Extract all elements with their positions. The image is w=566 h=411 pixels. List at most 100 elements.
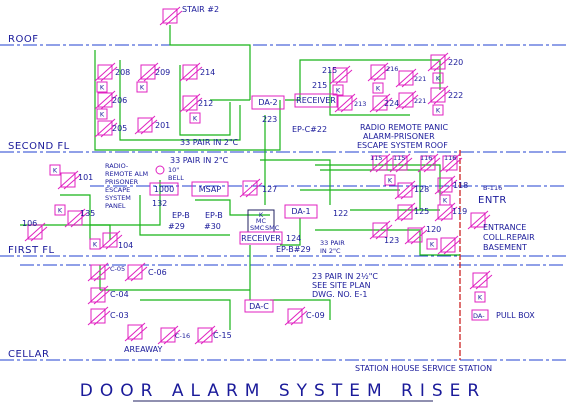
radio-alarm-label: RADIO-	[105, 162, 129, 170]
smc-label: MC	[256, 217, 267, 225]
key-switch-icon	[439, 194, 451, 206]
bell-label: 10"	[168, 166, 179, 174]
door-number: 215	[312, 81, 327, 90]
door-icon	[124, 262, 148, 282]
epb-label: EP-B	[205, 211, 223, 220]
door-number: C-16	[175, 332, 190, 340]
key-switch-icon	[136, 81, 148, 93]
key-switch-icon	[54, 204, 66, 216]
key-switch-icon	[432, 72, 444, 84]
door-number: 213	[354, 100, 366, 108]
door-number: 135	[80, 209, 95, 218]
legend-key-icon	[474, 291, 486, 303]
level-roof-label: ROOF	[8, 34, 38, 45]
epb29-label: EP-B#29	[276, 245, 311, 254]
dac-label: DA-C	[249, 302, 269, 311]
door-icon	[437, 235, 461, 255]
door-number: 205	[112, 124, 127, 133]
door-number: 123	[384, 236, 399, 245]
door-number: C-05	[110, 265, 125, 273]
door-number: 209	[155, 68, 170, 77]
door-number: C-09	[306, 311, 325, 320]
door-number: 115	[393, 154, 405, 162]
da2-box	[251, 95, 285, 110]
smc-label: SMC	[250, 224, 265, 232]
door-number: 222	[448, 91, 463, 100]
station-label: STATION HOUSE SERVICE STATION	[355, 364, 492, 373]
key-switch-icon	[96, 81, 108, 93]
door-number: 223	[262, 115, 277, 124]
level-cellar-label: CELLAR	[8, 349, 49, 360]
door-number: 132	[152, 199, 167, 208]
msap-label: MSAP	[199, 185, 222, 194]
door-number: 220	[448, 58, 463, 67]
epc22-label: EP-C#22	[292, 125, 327, 134]
door-number: 115	[370, 154, 382, 162]
key-switch-icon	[372, 82, 384, 94]
epb-label: #29	[168, 222, 185, 231]
radio-alarm-label: PANEL	[105, 202, 126, 210]
legend-pull-box	[471, 309, 489, 321]
radio-panic-label: RADIO REMOTE PANIC	[360, 123, 448, 132]
da2-label: DA-2	[258, 98, 277, 107]
door-icon	[124, 322, 148, 342]
epb-label: EP-B	[172, 211, 190, 220]
door-number: 208	[115, 68, 130, 77]
radio-panic-label: ALARM-PRISONER	[363, 132, 435, 141]
pair23-label: DWG. NO. E-1	[312, 290, 367, 299]
receiver-box	[239, 231, 283, 245]
epb-label: #30	[204, 222, 221, 231]
entrance-label: COLL.REPAIR	[483, 233, 535, 242]
door-number: 122	[333, 209, 348, 218]
da1-label: DA-1	[291, 207, 310, 216]
door-number: 216	[386, 65, 398, 73]
door-number: 206	[112, 96, 127, 105]
diagram-title: DOOR ALARM SYSTEM RISER	[80, 381, 486, 401]
door-number: 106	[22, 219, 37, 228]
key-switch-icon	[189, 112, 201, 124]
wiring	[20, 25, 460, 330]
door-number: 124	[286, 234, 301, 243]
receiver-box	[294, 93, 338, 108]
door-number: 116	[444, 154, 456, 162]
bell-icon	[155, 165, 165, 175]
key-switch-icon	[432, 104, 444, 116]
radio-alarm-label: REMOTE ALM	[105, 170, 148, 178]
radio-panic-label: ESCAPE SYSTEM ROOF	[357, 141, 448, 150]
door-icon	[179, 62, 203, 82]
level-first-label: FIRST FL	[8, 245, 55, 256]
door-number: 116	[420, 154, 432, 162]
door-number: 125	[414, 207, 429, 216]
door-number: 120	[426, 225, 441, 234]
door-icon	[87, 306, 111, 326]
door-icon	[134, 115, 158, 135]
msap-box	[191, 181, 229, 197]
door-number: 215	[322, 66, 337, 75]
radio-alarm-label: SYSTEM	[105, 194, 131, 202]
da1-box	[284, 204, 318, 219]
door-number: 119	[452, 207, 467, 216]
door-number: 214	[200, 68, 215, 77]
door-icon	[159, 6, 183, 26]
door-number: C-06	[148, 268, 167, 277]
stair-label: STAIR #2	[182, 5, 219, 14]
key-switch-icon	[89, 238, 101, 250]
receiver-label: RECEIVER	[241, 234, 281, 243]
pair-label: 33 PAIR IN 2"C	[170, 156, 229, 165]
door-number: 212	[198, 99, 213, 108]
door-icon	[57, 170, 81, 190]
radio-alarm-label: PRISONER	[105, 178, 139, 186]
smc-label: K	[259, 211, 264, 219]
legend-door-icon	[469, 270, 493, 290]
receiver-label: RECEIVER	[296, 96, 336, 105]
legend-pull-box-tag: DA-	[473, 312, 485, 320]
door-icon	[239, 178, 263, 198]
pair23-label: 23 PAIR IN 2½"C	[312, 272, 378, 281]
pair23-label: SEE SITE PLAN	[312, 281, 371, 290]
key-switch-icon	[96, 108, 108, 120]
key-switch-icon	[49, 164, 61, 176]
areaway-label: AREAWAY	[124, 345, 162, 354]
door-number: C-15	[213, 331, 232, 340]
